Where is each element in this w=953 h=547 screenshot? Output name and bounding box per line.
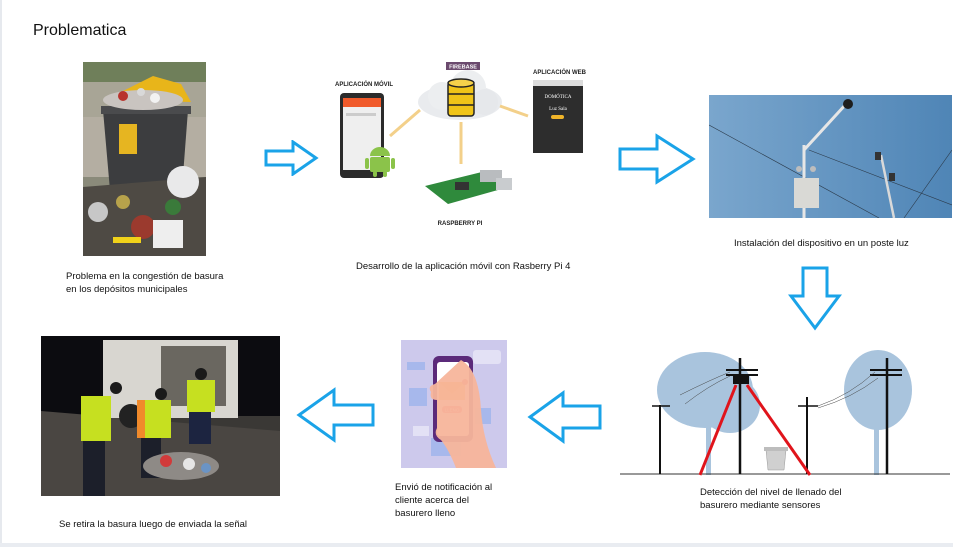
notification-illustration: LLENO <box>401 340 507 468</box>
caption-line: Instalación del dispositivo en un poste … <box>734 238 909 249</box>
database-icon <box>447 78 475 117</box>
caption-line: Envió de notificación al <box>395 482 493 493</box>
arrow-left-icon <box>527 390 603 444</box>
step-detection-caption: Detección del nivel de llenado del basur… <box>700 486 842 512</box>
step-problem-caption: Problema en la congestión de basura en l… <box>66 270 223 296</box>
caption-line: Detección del nivel de llenado del <box>700 487 842 498</box>
overflowing-bin-image <box>83 62 206 256</box>
trash-can-icon <box>764 447 788 471</box>
label-raspberry: RASPBERRY PI <box>438 221 483 227</box>
label-firebase: FIREBASE <box>449 65 477 71</box>
sensor-beam-left <box>698 384 738 476</box>
caption-line: Problema en la congestión de basura <box>66 271 224 282</box>
page-title: Problematica <box>33 22 127 39</box>
sensor-beam-right <box>745 384 812 476</box>
pole-installation-image <box>709 95 952 218</box>
android-icon <box>365 147 395 177</box>
firebase-label-bg <box>446 62 480 70</box>
phone-icon <box>340 93 384 178</box>
caption-line: Se retira la basura luego de enviada la … <box>59 519 248 530</box>
caption-line: Desarrollo de la aplicación móvil con Ra… <box>356 261 571 272</box>
sensor-detection-illustration <box>620 340 950 480</box>
caption-line: basurero lleno <box>395 508 456 519</box>
web-app-screen: DOMÓTICA Luz Sala <box>533 80 583 153</box>
hand-icon <box>429 360 496 468</box>
worker <box>187 368 215 444</box>
utility-pole <box>652 358 902 474</box>
step-app-caption: Desarrollo de la aplicación móvil con Ra… <box>356 260 570 273</box>
worker <box>81 382 122 496</box>
label-web-app: APLICACIÓN WEB <box>533 68 587 76</box>
connection-arrows <box>389 104 529 164</box>
arrow-right-icon <box>617 133 697 185</box>
garbage-collection-image <box>41 336 280 496</box>
bottom-bar <box>0 543 953 547</box>
sensor-device <box>733 376 749 384</box>
caption-line: en los depósitos municipales <box>66 284 188 295</box>
arrow-left-icon <box>296 387 376 443</box>
arrow-right-icon <box>263 140 319 176</box>
step-installation-caption: Instalación del dispositivo en un poste … <box>734 237 909 250</box>
label-mobile-app: APLICACIÓN MÓVIL <box>335 80 393 88</box>
arrow-down-icon <box>788 265 842 331</box>
caption-line: cliente acerca del <box>395 495 469 506</box>
architecture-diagram: APLICACIÓN MÓVIL FIREBASE APLICACIÓN WEB… <box>330 58 590 228</box>
caption-line: basurero mediante sensores <box>700 500 821 511</box>
step-collection-caption: Se retira la basura luego de enviada la … <box>59 518 247 531</box>
web-screen-title: DOMÓTICA <box>545 94 572 100</box>
raspberry-pi-icon <box>425 170 512 204</box>
tree-icon <box>844 350 912 475</box>
sensor-box <box>794 178 819 208</box>
step-notification-caption: Envió de notificación al cliente acerca … <box>395 481 492 520</box>
web-screen-text: Luz Sala <box>549 107 567 112</box>
